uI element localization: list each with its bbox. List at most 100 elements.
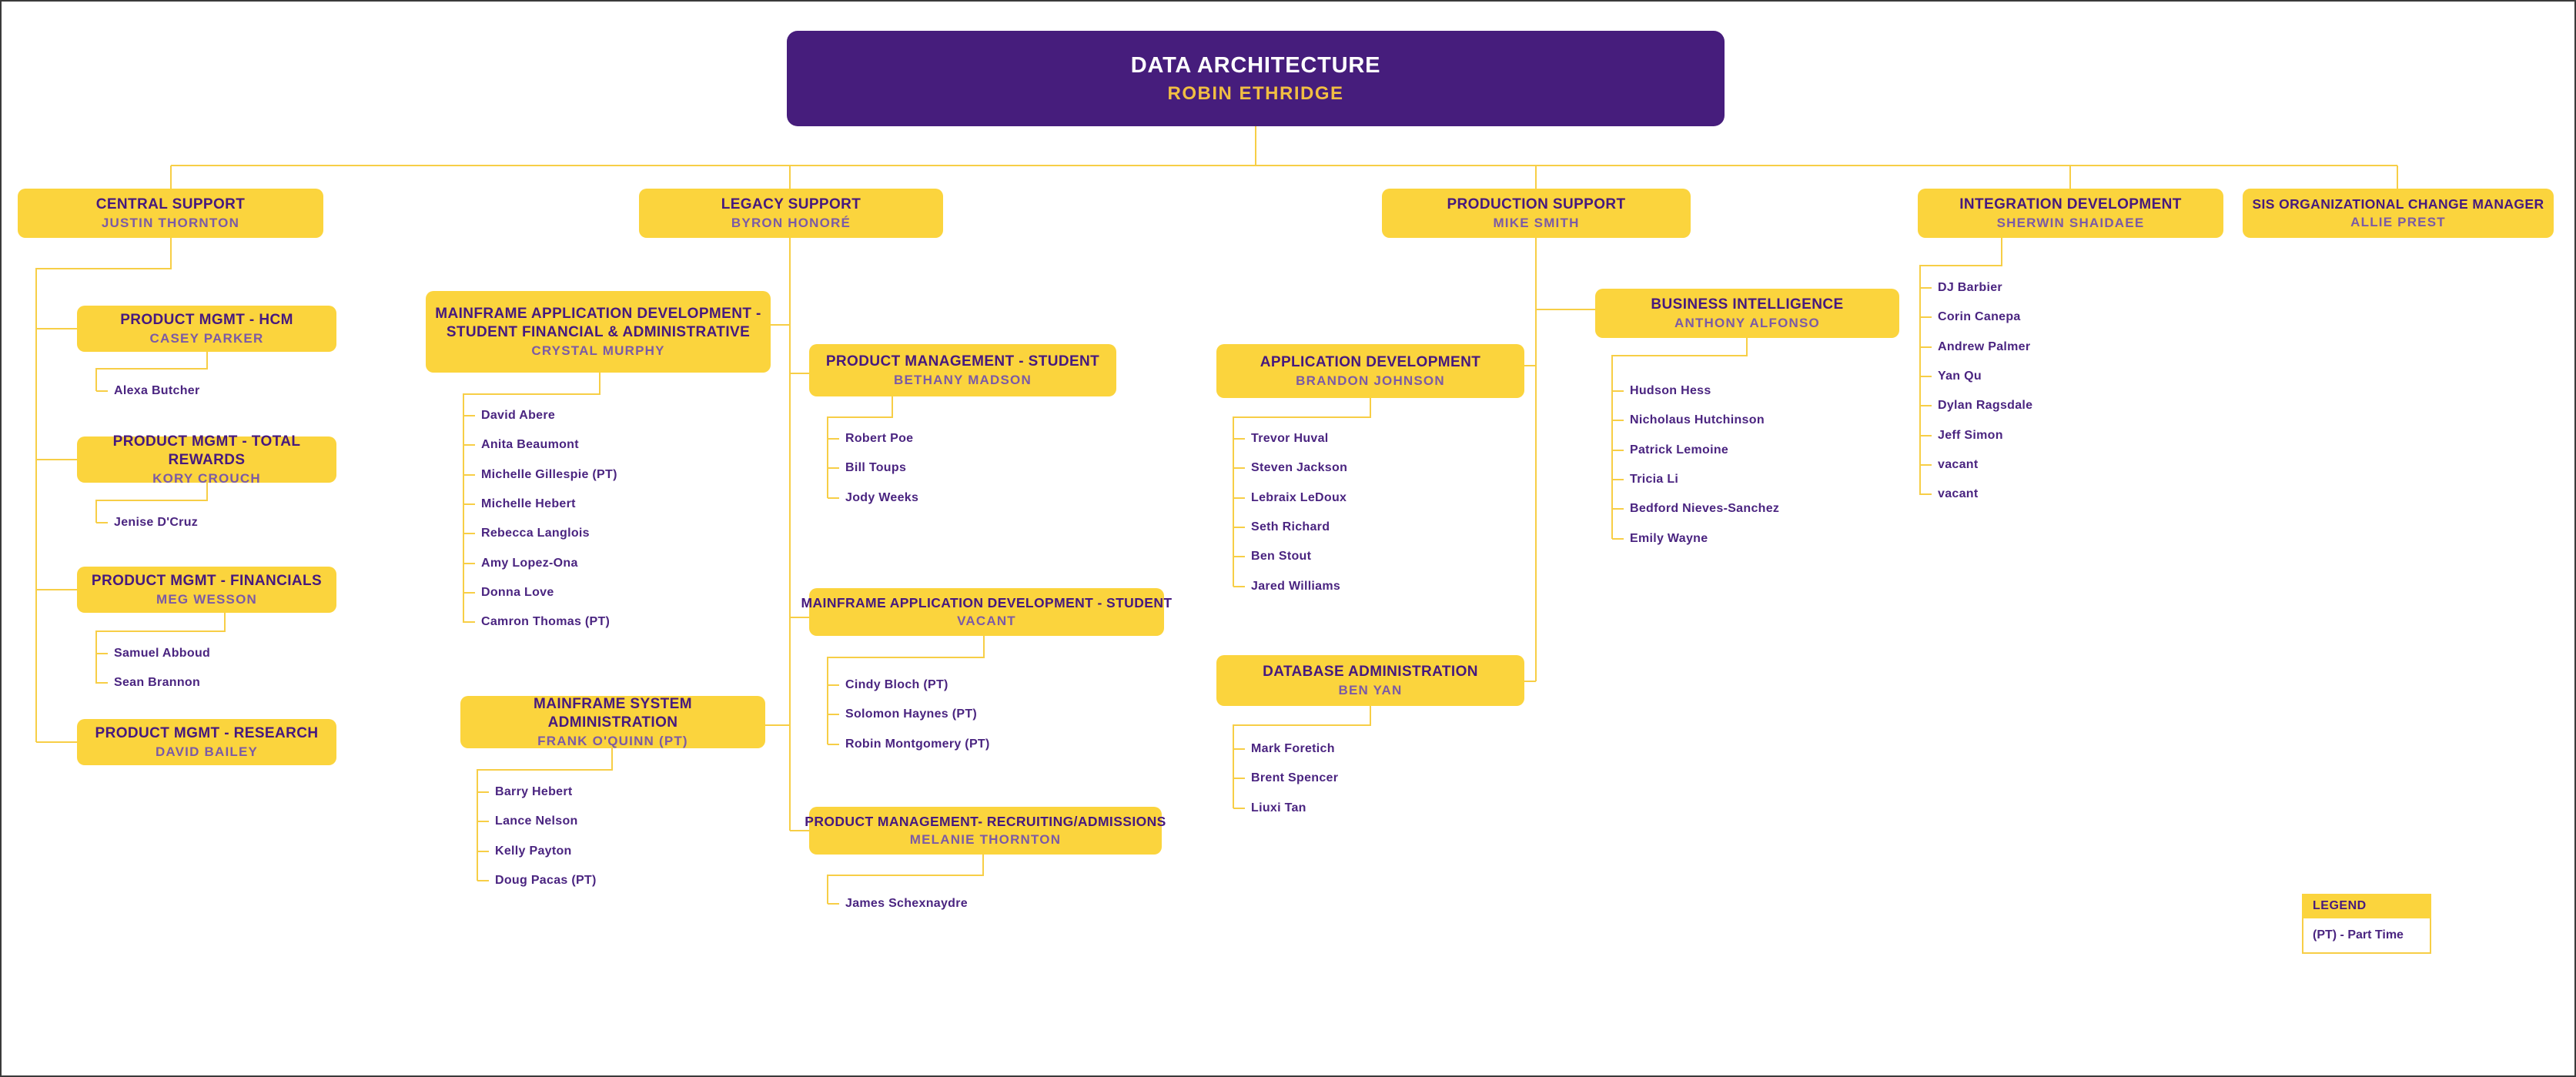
legend-title: LEGEND — [2302, 894, 2431, 918]
person-name: Lebraix LeDoux — [1233, 483, 1347, 513]
person-name: DJ Barbier — [1920, 273, 2032, 303]
person-name: vacant — [1920, 480, 2032, 509]
node-central-support: CENTRAL SUPPORT JUSTIN THORNTON — [18, 189, 323, 238]
node-title: MAINFRAME SYSTEM ADMINISTRATION — [534, 695, 692, 731]
node-manager: DAVID BAILEY — [155, 744, 259, 760]
person-name: Yan Qu — [1920, 362, 2032, 391]
person-name: Steven Jackson — [1233, 453, 1347, 483]
node-product-mgmt-research: PRODUCT MGMT - RESEARCH DAVID BAILEY — [77, 719, 336, 765]
person-name: Doug Pacas (PT) — [477, 866, 597, 895]
node-product-management-recruiting-admissions: PRODUCT MANAGEMENT- RECRUITING/ADMISSION… — [805, 807, 1166, 855]
node-product-mgmt-hcm: PRODUCT MGMT - HCM CASEY PARKER — [77, 306, 336, 352]
node-title: MAINFRAME APPLICATION DEVELOPMENT - STUD… — [801, 594, 1173, 610]
person-name: Robin Montgomery (PT) — [828, 730, 990, 759]
node-manager: BRANDON JOHNSON — [1296, 373, 1445, 389]
node-product-management-student: PRODUCT MANAGEMENT - STUDENT BETHANY MAD… — [809, 344, 1116, 396]
person-name: Liuxi Tan — [1233, 794, 1338, 823]
person-name: Ben Stout — [1233, 542, 1347, 571]
staff-list-hcm: Alexa Butcher — [96, 376, 200, 406]
legend-note: (PT) - Part Time — [2302, 918, 2431, 954]
person-name: vacant — [1920, 450, 2032, 480]
node-application-development: APPLICATION DEVELOPMENT BRANDON JOHNSON — [1216, 344, 1524, 398]
person-name: Cindy Bloch (PT) — [828, 671, 990, 700]
node-sis-org-change-manager: SIS ORGANIZATIONAL CHANGE MANAGER ALLIE … — [2243, 189, 2554, 238]
node-legacy-support: LEGACY SUPPORT BYRON HONORÉ — [639, 189, 943, 238]
node-manager: CRYSTAL MURPHY — [531, 343, 665, 359]
person-name: Camron Thomas (PT) — [463, 607, 617, 637]
node-manager: VACANT — [957, 614, 1016, 629]
staff-list-pm-recruiting: James Schexnaydre — [828, 889, 968, 918]
node-title: MAINFRAME APPLICATION DEVELOPMENT - STUD… — [435, 305, 761, 340]
node-title: CENTRAL SUPPORT — [95, 196, 246, 212]
node-manager: BEN YAN — [1338, 683, 1403, 698]
node-manager: MELANIE THORNTON — [909, 832, 1062, 848]
person-name: Michelle Hebert — [463, 490, 617, 519]
node-manager: KORY CROUCH — [152, 471, 261, 487]
person-name: Corin Canepa — [1920, 303, 2032, 332]
node-manager: CASEY PARKER — [149, 331, 264, 346]
node-title: APPLICATION DEVELOPMENT — [1260, 353, 1481, 370]
node-manager: MIKE SMITH — [1493, 216, 1580, 231]
person-name: Trevor Huval — [1233, 424, 1347, 453]
person-name: Kelly Payton — [477, 837, 597, 866]
node-database-administration: DATABASE ADMINISTRATION BEN YAN — [1216, 655, 1524, 706]
person-name: Emily Wayne — [1612, 523, 1779, 553]
node-manager: ANTHONY ALFONSO — [1674, 316, 1820, 331]
person-name: Hudson Hess — [1612, 376, 1779, 406]
node-manager: BYRON HONORÉ — [731, 216, 851, 231]
node-product-mgmt-financials: PRODUCT MGMT - FINANCIALS MEG WESSON — [77, 567, 336, 613]
node-mainframe-system-administration: MAINFRAME SYSTEM ADMINISTRATION FRANK O'… — [460, 696, 765, 748]
node-manager: SHERWIN SHAIDAEE — [1996, 216, 2145, 231]
person-name: Sean Brannon — [96, 668, 210, 697]
node-manager: FRANK O'QUINN (PT) — [537, 734, 688, 749]
person-name: Bedford Nieves-Sanchez — [1612, 494, 1779, 523]
person-name: David Abere — [463, 401, 617, 430]
person-name: Amy Lopez-Ona — [463, 548, 617, 577]
person-name: Bill Toups — [828, 453, 918, 483]
node-manager: MEG WESSON — [156, 592, 257, 607]
person-name: Lance Nelson — [477, 807, 597, 836]
node-integration-development: INTEGRATION DEVELOPMENT SHERWIN SHAIDAEE — [1918, 189, 2223, 238]
person-name: Robert Poe — [828, 424, 918, 453]
node-title: PRODUCT MGMT - FINANCIALS — [91, 572, 323, 589]
node-title: INTEGRATION DEVELOPMENT — [1959, 196, 2182, 212]
person-name: Samuel Abboud — [96, 639, 210, 668]
node-title: DATA ARCHITECTURE — [1130, 52, 1381, 78]
person-name: Seth Richard — [1233, 513, 1347, 542]
node-manager: JUSTIN THORNTON — [101, 216, 240, 231]
legend: LEGEND (PT) - Part Time — [2302, 894, 2431, 954]
person-name: Anita Beaumont — [463, 430, 617, 460]
node-manager: ROBIN ETHRIDGE — [1167, 82, 1344, 104]
person-name: Tricia Li — [1612, 465, 1779, 494]
node-title: PRODUCT MGMT - TOTAL REWARDS — [112, 433, 301, 468]
person-name: James Schexnaydre — [828, 889, 968, 918]
node-title: PRODUCT MANAGEMENT - STUDENT — [825, 353, 1100, 370]
person-name: Barry Hebert — [477, 778, 597, 807]
staff-list-total-rewards: Jenise D'Cruz — [96, 508, 198, 537]
node-data-architecture: DATA ARCHITECTURE ROBIN ETHRIDGE — [787, 31, 1725, 126]
node-product-mgmt-total-rewards: PRODUCT MGMT - TOTAL REWARDS KORY CROUCH — [77, 433, 336, 486]
node-title: PRODUCT MANAGEMENT- RECRUITING/ADMISSION… — [805, 813, 1166, 829]
person-name: Michelle Gillespie (PT) — [463, 460, 617, 490]
node-title: LEGACY SUPPORT — [721, 196, 861, 212]
node-title: PRODUCT MGMT - HCM — [120, 311, 293, 328]
person-name: Jared Williams — [1233, 571, 1347, 600]
node-mainframe-app-dev-sfa: MAINFRAME APPLICATION DEVELOPMENT - STUD… — [426, 291, 771, 373]
person-name: Brent Spencer — [1233, 764, 1338, 793]
node-title: PRODUCT MGMT - RESEARCH — [95, 724, 319, 741]
node-production-support: PRODUCTION SUPPORT MIKE SMITH — [1382, 189, 1691, 238]
person-name: Mark Foretich — [1233, 734, 1338, 764]
person-name: Alexa Butcher — [96, 376, 200, 406]
node-manager: ALLIE PREST — [2350, 215, 2446, 230]
node-manager: BETHANY MADSON — [894, 373, 1032, 388]
person-name: Rebecca Langlois — [463, 519, 617, 548]
person-name: Donna Love — [463, 578, 617, 607]
node-business-intelligence: BUSINESS INTELLIGENCE ANTHONY ALFONSO — [1595, 289, 1899, 338]
